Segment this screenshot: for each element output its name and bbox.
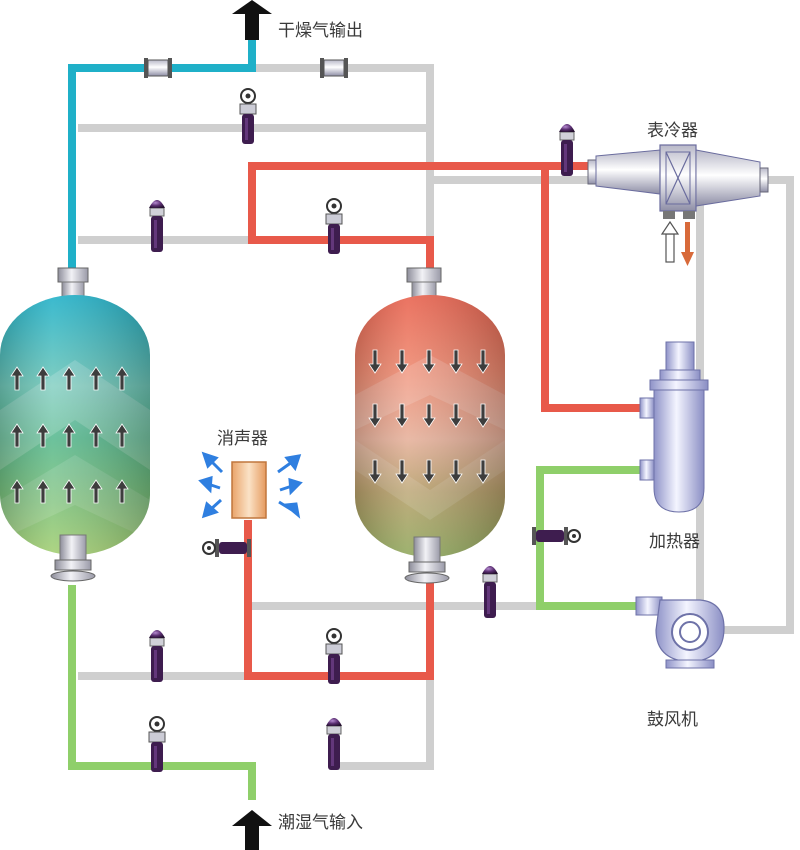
flow-arrow xyxy=(10,366,24,391)
dry-air-output-label: 干燥气输出 xyxy=(278,21,363,41)
flow-arrow xyxy=(10,479,24,504)
left-tank-flow-arrows xyxy=(10,366,129,504)
pneumatic-valve xyxy=(559,124,575,176)
flow-arrow xyxy=(476,459,490,484)
left-adsorption-tower xyxy=(0,267,150,582)
flow-arrow xyxy=(10,423,24,448)
pneumatic-valve xyxy=(482,566,498,618)
flow-arrow xyxy=(449,403,463,428)
flow-arrow xyxy=(115,479,129,504)
dry-air-output-arrow xyxy=(232,0,272,40)
flow-arrow xyxy=(449,459,463,484)
flow-arrow xyxy=(62,366,76,391)
flow-arrow xyxy=(36,423,50,448)
right-regeneration-tower xyxy=(355,267,505,584)
flow-arrow xyxy=(62,423,76,448)
flow-arrow xyxy=(89,366,103,391)
gauge-valve xyxy=(325,198,343,254)
flange-valve xyxy=(320,58,348,78)
idle-pipes xyxy=(78,64,794,770)
flow-arrow xyxy=(62,479,76,504)
wet-air-input-label: 潮湿气输入 xyxy=(278,813,363,833)
flow-arrow xyxy=(476,349,490,374)
flow-arrow xyxy=(368,349,382,374)
surface-cooler xyxy=(587,144,769,266)
heater xyxy=(639,341,709,513)
flow-arrow xyxy=(368,459,382,484)
flow-arrow xyxy=(36,479,50,504)
right-tank-flow-arrows xyxy=(368,349,490,484)
flow-arrow xyxy=(395,403,409,428)
silencer xyxy=(198,451,303,519)
flow-arrow xyxy=(115,366,129,391)
pneumatic-valve xyxy=(326,718,342,770)
coolant-inlet-arrow xyxy=(660,220,680,263)
side-gauge-valve xyxy=(532,527,581,545)
flow-arrow xyxy=(395,349,409,374)
wet-air-input-arrow xyxy=(232,810,272,850)
blower xyxy=(635,596,725,669)
coolant-outlet-arrow xyxy=(681,222,694,266)
flow-arrow xyxy=(368,403,382,428)
blower-label: 鼓风机 xyxy=(647,710,698,730)
silencer-label: 消声器 xyxy=(217,429,268,449)
gauge-valve xyxy=(239,88,257,144)
gauge-valve xyxy=(325,628,343,684)
flow-arrow xyxy=(36,366,50,391)
flow-arrow xyxy=(422,459,436,484)
flow-arrow xyxy=(476,403,490,428)
flow-arrow xyxy=(115,423,129,448)
heater-label: 加热器 xyxy=(649,532,700,552)
flow-arrow xyxy=(422,349,436,374)
valves xyxy=(144,58,581,772)
surface-cooler-label: 表冷器 xyxy=(647,121,698,141)
side-gauge-valve xyxy=(202,539,251,557)
exhaust-arrows xyxy=(198,451,303,519)
pneumatic-valve xyxy=(149,630,165,682)
flow-arrow xyxy=(422,403,436,428)
flange-valve xyxy=(144,58,172,78)
flow-arrow xyxy=(89,479,103,504)
flow-arrow xyxy=(395,459,409,484)
gauge-valve xyxy=(148,716,166,772)
flow-arrow xyxy=(449,349,463,374)
flow-arrow xyxy=(89,423,103,448)
pneumatic-valve xyxy=(149,200,165,252)
